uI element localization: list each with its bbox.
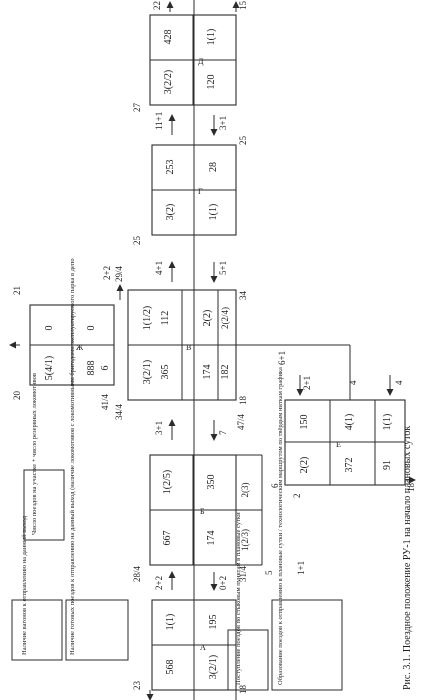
label-18-b: 18 — [238, 396, 248, 406]
station-b: 1(2/5) 350 667 174 2(3) 1(2/3) Б — [149, 454, 263, 566]
station-a-cell-2: 195 — [208, 615, 219, 630]
label-2: 2 — [292, 494, 302, 499]
label-6: 6 — [270, 483, 280, 488]
station-a-name: А — [200, 643, 206, 652]
station-v-cell-5: 174 — [202, 365, 213, 380]
label-2p2-b: 2+2 — [102, 266, 112, 280]
label-27: 27 — [132, 103, 142, 113]
station-v-cell-7: 182 — [220, 365, 231, 380]
label-7: 7 — [218, 430, 228, 435]
station-b-cell-5: 174 — [206, 531, 217, 546]
station-b-name: Б — [200, 507, 205, 516]
label-15: 15 — [238, 1, 248, 11]
label-1p1: 1+1 — [296, 561, 306, 575]
station-zh-cell-2: 0 — [44, 326, 55, 331]
label-18-a: 18 — [238, 685, 248, 695]
label-25-b: 25 — [238, 136, 248, 146]
station-b-cell-6: 1(2/3) — [240, 529, 250, 551]
figure-caption: Рис. 3.1. Поездное положение РУ-1 на нач… — [402, 426, 413, 690]
label-5p1: 5+1 — [218, 261, 228, 275]
label-4-a: 4 — [348, 380, 358, 385]
label-22: 22 — [152, 1, 162, 10]
station-e-cell-3: 372 — [344, 458, 355, 473]
station-e-cell-2: 150 — [299, 415, 310, 430]
station-zh-name: Ж — [76, 343, 84, 352]
label-3p1-a: 3+1 — [154, 421, 164, 435]
label-20: 20 — [12, 391, 22, 401]
station-a-cell-1: 1(1) — [165, 614, 176, 631]
station-v-cell-8: 2(2/4) — [220, 307, 230, 329]
segment-labels: 23 18 31/4 28/4 2+2 0+2 5 1+1 3+1 7 47/4… — [12, 1, 416, 695]
station-d: 428 1(1) 3(2/2) 120 Д — [149, 14, 237, 106]
station-zh: 0 0 5(4/1) 888 6 Ж — [29, 304, 115, 386]
label-34: 34 — [238, 291, 248, 301]
label-6p1: 6+1 — [277, 351, 287, 365]
label-25-a: 25 — [132, 236, 142, 246]
station-g-name: Г — [198, 187, 203, 196]
station-v: 1(1/2) 3(2/1) 112 365 2(2) 174 2(2/4) 18… — [127, 289, 237, 401]
note-trains-count: Число поездов на участке + число резервн… — [31, 373, 38, 535]
label-18-c: 18 — [406, 483, 416, 493]
label-31-4: 31/4 — [238, 565, 248, 582]
label-11p1: 11+1 — [154, 112, 164, 130]
note-arrivals: Поступление поездов по стыковым пунктам … — [235, 512, 242, 685]
station-g-cell-3: 28 — [208, 162, 219, 172]
label-34-4: 34/4 — [114, 403, 124, 420]
label-23: 23 — [132, 681, 142, 691]
station-g-cell-4: 1(1) — [208, 204, 219, 221]
station-v-cell-6: 2(2) — [202, 310, 213, 327]
station-v-cell-1: 1(1/2) — [142, 306, 153, 330]
station-e-cell-4: 4(1) — [344, 414, 355, 431]
label-41-4: 41/4 — [100, 393, 110, 410]
station-b-cell-3: 667 — [162, 531, 173, 546]
label-47-4: 47/4 — [236, 413, 246, 430]
note-wagons: Наличие вагонов к отправлению на данный … — [21, 515, 28, 655]
station-v-cell-3: 365 — [160, 365, 171, 380]
label-21: 21 — [12, 286, 22, 295]
station-g-cell-1: 3(2) — [165, 204, 176, 221]
label-29-4: 29/4 — [114, 265, 124, 282]
label-4-b: 4 — [394, 380, 404, 385]
station-d-cell-1: 3(2/2) — [163, 70, 174, 94]
station-a-cell-4: 3(2/1) — [208, 655, 219, 679]
station-g-cell-2: 253 — [165, 160, 176, 175]
note-boxes: Наличие вагонов к отправлению на данный … — [11, 258, 343, 691]
station-e: 150 2(2) 4(1) 372 1(1) 91 Е — [284, 399, 406, 486]
station-d-name: Д — [198, 57, 204, 66]
station-b-cell-1: 1(2/5) — [162, 470, 173, 494]
label-0p2: 0+2 — [218, 576, 228, 590]
label-5: 5 — [264, 570, 274, 575]
label-2p1: 2+1 — [302, 376, 312, 390]
station-e-cell-6: 1(1) — [382, 414, 393, 431]
station-d-cell-4: 1(1) — [206, 29, 217, 46]
note-formation: Образование поездов к отправлению в план… — [277, 367, 284, 685]
station-v-cell-4: 3(2/1) — [142, 360, 153, 384]
station-e-name: Е — [336, 440, 341, 449]
station-b-cell-4: 2(3) — [240, 483, 250, 498]
station-v-cell-2: 112 — [160, 311, 171, 326]
station-e-cell-5: 91 — [382, 460, 393, 470]
note-ready-trains: Наличие готовых поездов к отправлению на… — [69, 258, 76, 655]
label-2p2-a: 2+2 — [154, 576, 164, 590]
label-4p1: 4+1 — [154, 261, 164, 275]
label-3p1-b: 3+1 — [218, 116, 228, 130]
station-a-cell-3: 568 — [165, 660, 176, 675]
station-zh-cell-1: 5(4/1) — [44, 356, 55, 380]
station-d-cell-3: 120 — [206, 75, 217, 90]
station-zh-cell-3: 0 — [86, 326, 97, 331]
station-v-name: В — [186, 343, 191, 352]
station-zh-cell-5: 6 — [100, 366, 111, 371]
station-zh-cell-4: 888 — [86, 361, 97, 376]
station-d-cell-2: 428 — [163, 30, 174, 45]
label-28-4: 28/4 — [132, 565, 142, 582]
station-e-cell-1: 2(2) — [299, 457, 310, 474]
station-b-cell-2: 350 — [206, 475, 217, 490]
